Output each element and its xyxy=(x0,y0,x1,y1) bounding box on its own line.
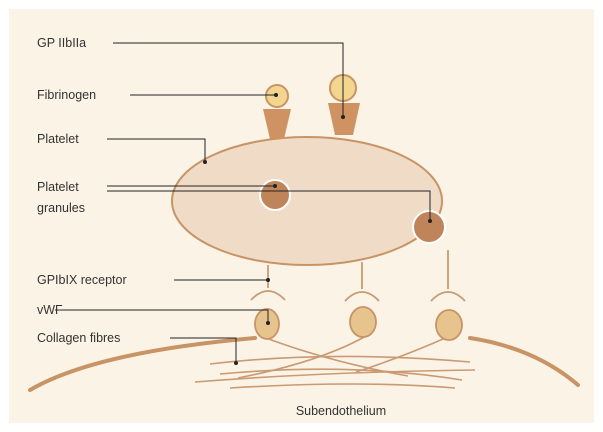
leader-dot xyxy=(341,115,345,119)
label-subendothelium: Subendothelium xyxy=(296,404,386,418)
label-collagen-fibres: Collagen fibres xyxy=(37,331,120,345)
platelet-body xyxy=(172,137,442,265)
leader-dot xyxy=(266,278,270,282)
label-fibrinogen: Fibrinogen xyxy=(37,88,96,102)
label-platelet: Platelet xyxy=(37,132,79,146)
vwf-molecule xyxy=(350,307,376,337)
leader-dot xyxy=(428,219,432,223)
label-platelet-granules-line2: granules xyxy=(37,201,85,215)
label-gpibix-receptor: GPIbIX receptor xyxy=(37,273,127,287)
leader-dot xyxy=(234,361,238,365)
label-vwf: vWF xyxy=(37,303,63,317)
label-gp-iib-iiia: GP IIbIIa xyxy=(37,36,86,50)
label-platelet-granules-line1: Platelet xyxy=(37,180,79,194)
leader-dot xyxy=(273,184,277,188)
vwf-molecule xyxy=(436,310,462,340)
leader-dot xyxy=(274,93,278,97)
platelet-granule xyxy=(413,211,445,243)
leader-dot xyxy=(266,321,270,325)
leader-dot xyxy=(203,160,207,164)
